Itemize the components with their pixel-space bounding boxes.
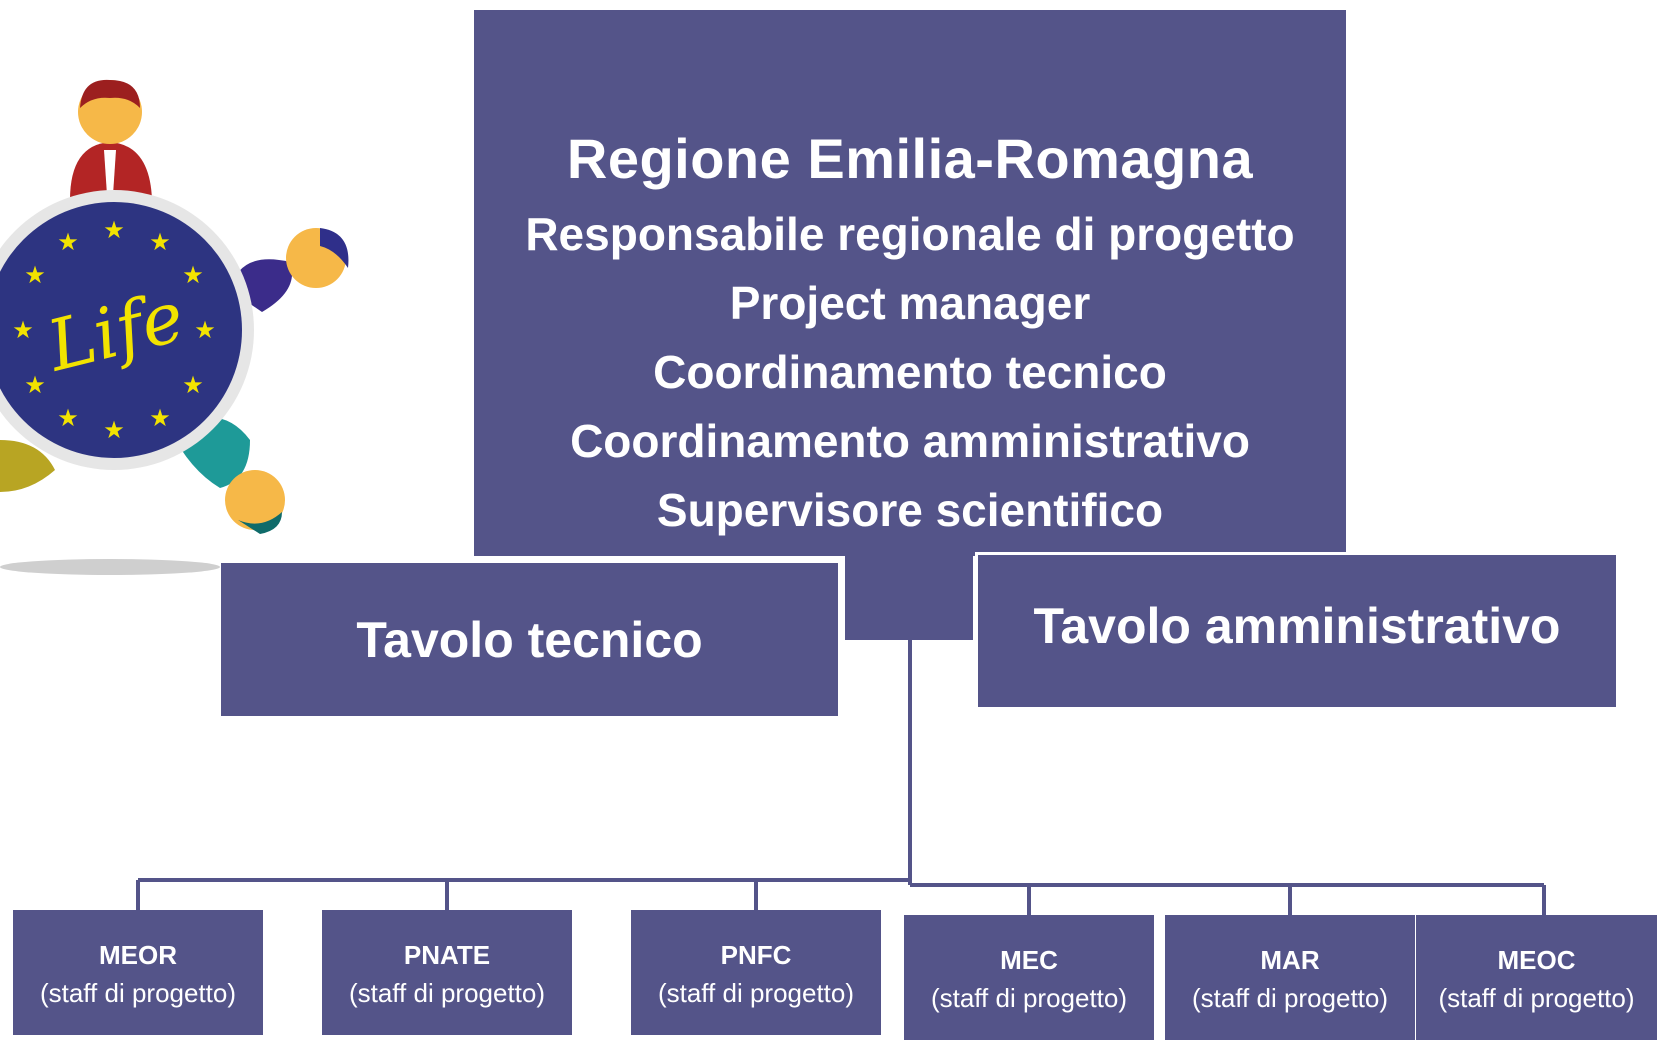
- staff-label: (staff di progetto): [1191, 983, 1389, 1013]
- regione-box: Regione Emilia-Romagna Responsabile regi…: [474, 10, 1346, 556]
- svg-text:★: ★: [24, 371, 46, 399]
- staff-box-meoc: MEOC (staff di progetto): [1416, 915, 1657, 1040]
- staff-label: (staff di progetto): [39, 978, 237, 1008]
- svg-text:★: ★: [182, 261, 204, 289]
- staff-box-mar: MAR (staff di progetto): [1165, 915, 1415, 1040]
- svg-text:★: ★: [149, 228, 171, 256]
- svg-text:★: ★: [149, 404, 171, 432]
- role-supervisore: Supervisore scientifico: [656, 484, 1164, 536]
- staff-code: MEC: [1000, 945, 1058, 975]
- person-olive-icon: [0, 440, 55, 492]
- svg-text:★: ★: [103, 416, 125, 444]
- svg-text:★: ★: [182, 371, 204, 399]
- life-logo: ★ ★ ★ ★ ★ ★ ★ ★ ★ ★ ★ ★ Life: [0, 79, 349, 575]
- tavolo-tecnico-box: Tavolo tecnico: [221, 560, 841, 716]
- staff-label: (staff di progetto): [1438, 983, 1635, 1013]
- staff-label: (staff di progetto): [657, 978, 855, 1008]
- svg-text:★: ★: [12, 316, 34, 344]
- staff-code: MEOR: [99, 940, 177, 970]
- staff-label: (staff di progetto): [930, 983, 1128, 1013]
- staff-box-pnfc: PNFC (staff di progetto): [631, 910, 881, 1035]
- svg-text:★: ★: [194, 316, 216, 344]
- staff-code: MEOC: [1497, 945, 1576, 975]
- staff-label: (staff di progetto): [348, 978, 546, 1008]
- svg-text:★: ★: [57, 404, 79, 432]
- regione-title: Regione Emilia-Romagna: [566, 127, 1254, 190]
- svg-text:★: ★: [24, 261, 46, 289]
- role-coord-amministrativo: Coordinamento amministrativo: [570, 415, 1250, 467]
- person-red-icon: [70, 79, 152, 200]
- svg-text:★: ★: [57, 228, 79, 256]
- staff-code: PNATE: [403, 940, 491, 970]
- staff-box-pnate: PNATE (staff di progetto): [322, 910, 572, 1035]
- staff-code: MAR: [1260, 945, 1320, 975]
- staff-box-meor: MEOR (staff di progetto): [13, 910, 263, 1035]
- svg-text:★: ★: [103, 216, 125, 244]
- staff-code: PNFC: [720, 940, 792, 970]
- tavolo-amministrativo-box: Tavolo amministrativo: [975, 552, 1616, 707]
- regione-box-stem: [845, 540, 973, 640]
- role-responsabile: Responsabile regionale di progetto: [525, 208, 1295, 260]
- staff-box-mec: MEC (staff di progetto): [904, 915, 1154, 1040]
- role-project-manager: Project manager: [729, 277, 1091, 329]
- role-coord-tecnico: Coordinamento tecnico: [653, 346, 1167, 398]
